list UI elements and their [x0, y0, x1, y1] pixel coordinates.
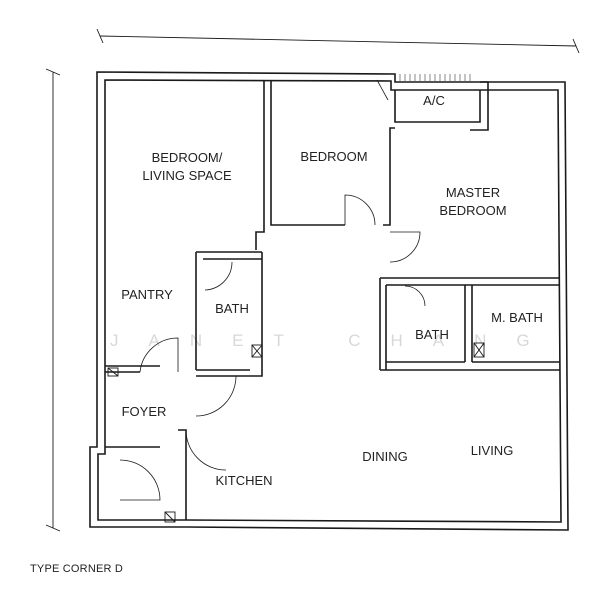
label-ac: A/C [423, 93, 445, 108]
room-labels: BEDROOM/ LIVING SPACE BEDROOM A/C MASTER… [121, 93, 543, 488]
label-bedroom-living-line1: BEDROOM/ [152, 150, 223, 165]
fixtures [107, 342, 485, 523]
label-bath-2: BATH [415, 327, 449, 342]
label-foyer: FOYER [122, 404, 167, 419]
label-master-bedroom-line2: BEDROOM [439, 203, 506, 218]
label-master-bedroom-line1: MASTER [446, 185, 500, 200]
label-master-bath: M. BATH [491, 310, 543, 325]
dimension-lines [45, 28, 580, 532]
doors [119, 79, 426, 501]
label-dining: DINING [362, 449, 408, 464]
label-bath-1: BATH [215, 301, 249, 316]
interior-walls [105, 81, 560, 520]
label-living: LIVING [471, 443, 514, 458]
outer-walls [89, 71, 569, 531]
window-hatch [399, 74, 471, 82]
label-bedroom-living-line2: LIVING SPACE [142, 168, 232, 183]
label-bedroom: BEDROOM [300, 149, 367, 164]
label-kitchen: KITCHEN [215, 473, 272, 488]
label-pantry: PANTRY [121, 287, 173, 302]
plan-caption: TYPE CORNER D [30, 563, 124, 575]
watermark: JANET CHANG [110, 331, 560, 350]
